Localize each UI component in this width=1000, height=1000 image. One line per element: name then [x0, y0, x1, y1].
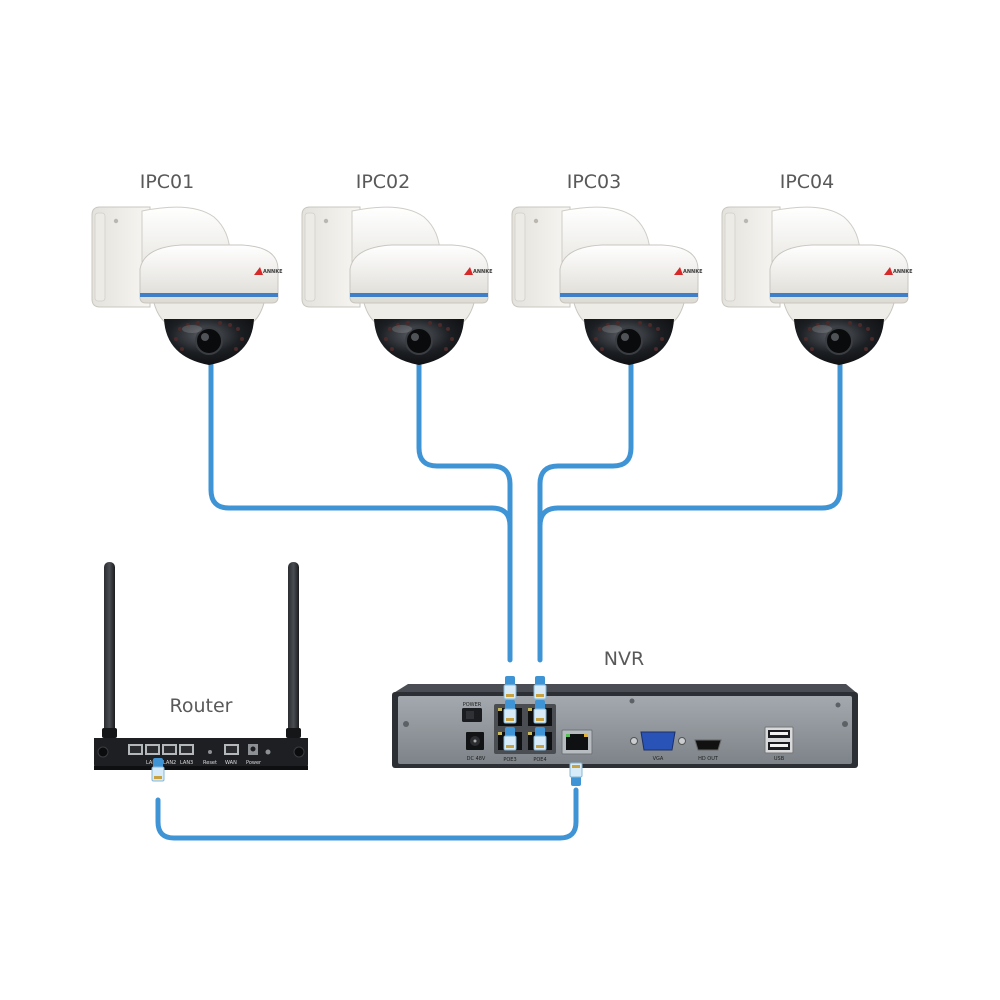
router-wan-port[interactable] [224, 744, 239, 755]
router-lan-port-4[interactable] [179, 744, 194, 755]
hdmi-label: HD OUT [698, 756, 719, 762]
vga-port[interactable]: VGA [630, 731, 686, 762]
poe3-label: POE3 [503, 757, 516, 763]
nvr-label: NVR [604, 648, 644, 670]
router-device[interactable]: Router [94, 562, 308, 782]
dc-power-jack: DC 48V [466, 732, 486, 762]
camera-label: IPC03 [567, 171, 622, 193]
router-port-label: LAN1 [146, 760, 159, 766]
power-label: POWER [463, 702, 482, 708]
hdmi-port[interactable]: HD OUT [694, 739, 722, 762]
router-lan-port-1[interactable] [128, 744, 143, 755]
camera-ipc04[interactable]: IPC04 [721, 171, 915, 366]
cable-ipc01 [208, 362, 513, 663]
camera-ipc03[interactable]: IPC03 [511, 171, 705, 366]
router-port-label: LAN2 [163, 760, 176, 766]
cable-group [155, 362, 843, 841]
dc-label: DC 48V [467, 756, 486, 762]
camera-label: IPC02 [356, 171, 411, 193]
nvr-device[interactable]: NVR POWER DC 48V [392, 648, 858, 787]
router-port-label: WAN [225, 760, 237, 766]
router-lan-port-2[interactable] [145, 744, 160, 755]
router-port-label: Reset [203, 760, 217, 766]
poe4-label: POE4 [533, 757, 546, 763]
camera-ipc01[interactable]: IPC01 [91, 171, 285, 366]
router-wps-button[interactable] [265, 749, 271, 755]
camera-label: IPC01 [140, 171, 195, 193]
cable-ipc03 [537, 362, 634, 529]
cable-router-nvr [155, 787, 579, 841]
router-lan-port-3[interactable] [162, 744, 177, 755]
usb-ports[interactable]: USB [764, 726, 794, 762]
router-antenna-right [286, 562, 301, 738]
cable-ipc04 [537, 362, 843, 663]
router-port-label: LAN3 [180, 760, 193, 766]
cable-ipc02 [416, 362, 513, 529]
vga-label: VGA [653, 756, 664, 762]
usb-label: USB [774, 756, 785, 762]
router-reset-button[interactable] [208, 750, 212, 754]
camera-ipc02[interactable]: IPC02 [301, 171, 495, 366]
router-antenna-left [102, 562, 117, 738]
router-power-jack[interactable] [248, 744, 258, 755]
power-switch[interactable]: POWER [462, 702, 482, 722]
camera-label: IPC04 [780, 171, 835, 193]
router-port-label: Power [246, 760, 262, 766]
router-label: Router [170, 695, 233, 717]
lan-port[interactable] [561, 729, 593, 755]
